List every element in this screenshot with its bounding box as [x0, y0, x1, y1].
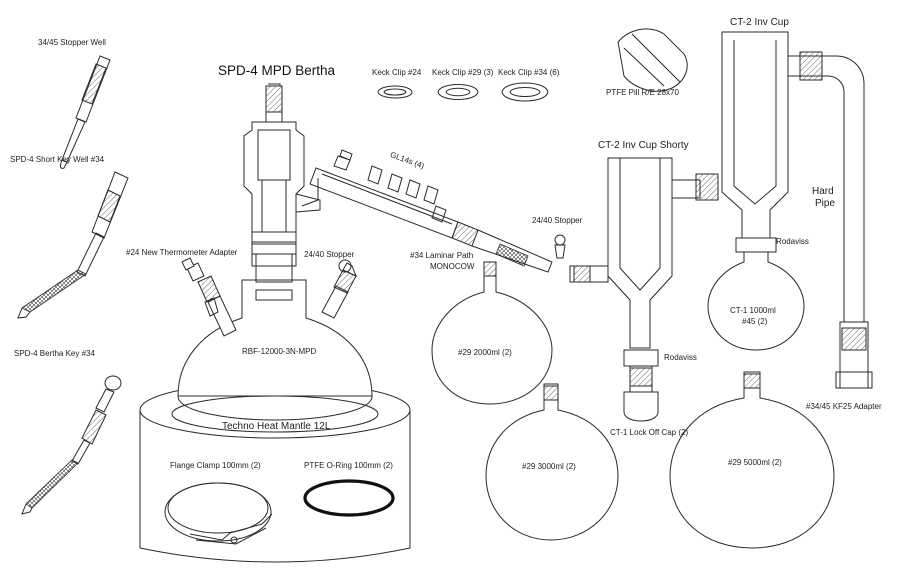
label-hard-pipe-line2: Pipe [815, 198, 836, 209]
label-thermometer-adapter: #24 New Thermometer Adapter [126, 248, 238, 257]
stopper-well [59, 55, 111, 169]
bertha-head [243, 83, 321, 301]
label-hard-pipe-line1: Hard [812, 186, 834, 197]
page-title: SPD-4 MPD Bertha [218, 63, 336, 78]
keck-clip-24 [377, 85, 413, 99]
flask-5000 [669, 371, 835, 549]
label-kf25-adapter: #34/45 KF25 Adapter [806, 402, 882, 411]
label-stopper-well: 34/45 Stopper Well [38, 38, 106, 47]
label-ct1-1000-line2: #45 (2) [742, 317, 768, 326]
label-flask-5000: #29 5000ml (2) [728, 458, 782, 467]
ct2-cup [721, 31, 865, 323]
label-ptfe-pill: PTFE Pill R/E 28x70 [606, 88, 679, 97]
label-keck-29: Keck Clip #29 (3) [432, 68, 494, 77]
label-stopper-2440-left: 24/40 Stopper [304, 250, 355, 259]
bertha-key [21, 375, 122, 515]
label-rodaviss-1: Rodaviss [664, 353, 697, 362]
label-ct1-1000-line1: CT-1 1000ml [730, 306, 776, 315]
keck-clip-29 [437, 84, 479, 100]
o-ring [303, 479, 395, 517]
ct2-shorty [569, 157, 719, 422]
stopper-small [554, 234, 566, 259]
label-keck-34: Keck Clip #34 (6) [498, 68, 560, 77]
keck-clip-34 [501, 82, 549, 102]
ptfe-pill [617, 28, 688, 92]
flask-12l [177, 279, 373, 421]
flask-ct1-1000 [707, 251, 805, 351]
label-flask-12l: RBF-12000-3N-MPD [242, 347, 317, 356]
label-bertha-key: SPD-4 Bertha Key #34 [14, 349, 95, 358]
condenser [301, 149, 553, 273]
flange-clamp [164, 482, 273, 545]
label-flask-2000: #29 2000ml (2) [458, 348, 512, 357]
thermometer-neck [181, 257, 237, 337]
label-ct2-shorty: CT-2 Inv Cup Shorty [598, 140, 689, 151]
stopper-neck [321, 259, 357, 319]
label-o-ring: PTFE O-Ring 100mm (2) [304, 461, 393, 470]
label-short-key-well: SPD-4 Short Key Well #34 [10, 155, 105, 164]
label-heat-mantle: Techno Heat Mantle 12L [222, 421, 331, 432]
flask-3000 [485, 383, 619, 541]
short-key-well [17, 171, 129, 319]
flask-2000 [431, 261, 553, 405]
label-rodaviss-2: Rodaviss [776, 237, 809, 246]
label-laminar-path-1: #34 Laminar Path [410, 251, 474, 260]
label-flask-3000: #29 3000ml (2) [522, 462, 576, 471]
label-ct2-cup: CT-2 Inv Cup [730, 17, 789, 28]
label-keck-24: Keck Clip #24 [372, 68, 422, 77]
heat-mantle [139, 381, 411, 563]
label-stopper-2440-right: 24/40 Stopper [532, 216, 583, 225]
label-flange-clamp: Flange Clamp 100mm (2) [170, 461, 261, 470]
kf25-adapter [835, 321, 873, 389]
label-ct1-lock-off-cap: CT-1 Lock Off Cap (2) [610, 428, 689, 437]
label-laminar-path-2: MONOCOW [430, 262, 475, 271]
